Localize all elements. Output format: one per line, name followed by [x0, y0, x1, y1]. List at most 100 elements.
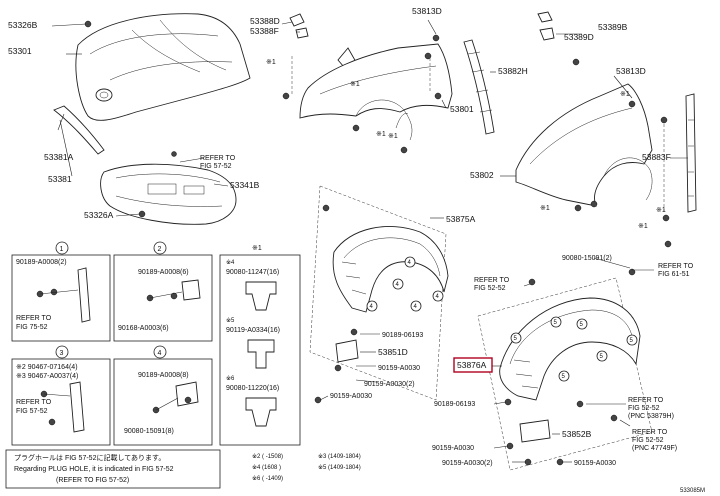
- r-fender-bolt-side-icon: [662, 214, 670, 222]
- svg-text:※1: ※1: [252, 245, 262, 252]
- refer-61-51-line1: REFER TO: [658, 263, 694, 270]
- svg-text:90080-15091(8): 90080-15091(8): [124, 428, 174, 435]
- svg-text:※2 90467-07164(4): ※2 90467-07164(4): [16, 364, 78, 371]
- liner-l-clip-low-icon: [334, 364, 342, 372]
- r-fender-bolt-right-icon: [660, 116, 668, 124]
- label-90159-A0030-2-b: 90159-A0030(2): [442, 460, 493, 467]
- liner-l-clip-top-icon: [322, 204, 330, 212]
- label-53883F: 53883F: [642, 152, 671, 162]
- plug-hole-note: プラグホールは FIG 57-52に記載してあります。 Regarding PL…: [5, 449, 221, 489]
- callout-x1-g: ※1: [540, 205, 550, 212]
- callout-x1-e: ※1: [620, 91, 630, 98]
- callout-x1-b: ※1: [350, 81, 360, 88]
- fender-bolt-bottom-icon: [400, 146, 408, 154]
- refer-52-52-c-line1: REFER TO: [632, 429, 668, 436]
- note-line-2: Regarding PLUG HOLE, it is indicated in …: [14, 466, 174, 473]
- refer-57-52-line2: FIG 57-52: [200, 163, 232, 170]
- legend-r2c2: ※5 (1409-1804): [318, 464, 361, 471]
- liner-r-clip-right-icon: [628, 268, 636, 276]
- label-90159-A0030-c: 90159-A0030: [432, 445, 474, 452]
- label-53389D: 53389D: [564, 32, 594, 42]
- label-53341B: 53341B: [230, 180, 260, 190]
- svg-text:90080-11220(16): 90080-11220(16): [226, 385, 279, 392]
- label-90159-A0030-b: 90159-A0030: [330, 393, 372, 400]
- svg-text:REFER TO: REFER TO: [16, 315, 52, 322]
- fender-bolt-front-icon: [282, 92, 290, 100]
- liner-l-clip-mid-icon: [350, 328, 358, 336]
- callout-x1-a: ※1: [266, 59, 276, 66]
- svg-text:4: 4: [436, 294, 440, 300]
- label-53851D: 53851D: [378, 347, 408, 357]
- svg-text:FIG 57-52: FIG 57-52: [16, 408, 48, 415]
- liner-r-bracket-53852B: [519, 419, 551, 443]
- legend-r1c2: ※3 (1409-1804): [318, 453, 361, 460]
- refer-57-52-line1: REFER TO: [200, 155, 236, 162]
- drawing-number: 533085M: [680, 488, 705, 494]
- detail-box-2: 2 90189-A0008(6) 90168-A0003(6): [113, 241, 213, 342]
- callout-x1-h: ※1: [638, 223, 648, 230]
- fender-liner-right-53876A: [499, 297, 641, 401]
- fender-seal-53882H: [463, 39, 495, 135]
- label-53875A: 53875A: [446, 214, 476, 224]
- label-53381: 53381: [48, 174, 72, 184]
- fender-liner-strip-53883F: [685, 93, 697, 213]
- svg-text:※3 90467-A0037(4): ※3 90467-A0037(4): [16, 373, 78, 380]
- svg-text:90189-A0008(2): 90189-A0008(2): [16, 259, 67, 266]
- refer-52-52-b-line3: (PNC 53879H): [628, 413, 674, 420]
- label-53852B: 53852B: [562, 429, 592, 439]
- callout-x1-c: ※1: [376, 131, 386, 138]
- label-90159-A0030-a: 90159-A0030: [378, 365, 420, 372]
- svg-text:4: 4: [396, 282, 400, 288]
- r-fender-bolt-upper-icon: [628, 100, 636, 108]
- label-90080-15091: 90080-15091(2): [562, 255, 612, 262]
- liner-r-clip-top-icon: [528, 278, 536, 286]
- legend-r2c1: ※4 (1608 ): [252, 464, 281, 471]
- hood-stay-hole-icon: [171, 151, 177, 157]
- refer-52-52-line1: REFER TO: [474, 277, 510, 284]
- r-fender-bolt-top-icon: [572, 58, 580, 66]
- liner-left-outline: [309, 185, 447, 401]
- refer-52-52-c-line2: FIG 52-52: [632, 437, 664, 444]
- svg-text:4: 4: [408, 260, 412, 266]
- fender-bolt-top-icon: [432, 34, 440, 42]
- note-line-3: (REFER TO FIG 57-52): [56, 477, 129, 484]
- date-code-legend: ※2 ( -1508) ※3 (1409-1804) ※4 (1608 ) ※5…: [252, 453, 361, 482]
- svg-text:90080-11247(16): 90080-11247(16): [226, 269, 279, 276]
- label-90189-06193-b: 90189-06193: [434, 401, 475, 408]
- liner-right-outline: [477, 277, 653, 471]
- refer-61-51-line2: FIG 61-51: [658, 271, 690, 278]
- svg-text:5: 5: [630, 338, 634, 344]
- liner-l-screw-icon: [314, 396, 322, 404]
- svg-text:5: 5: [562, 374, 566, 380]
- liner-r-clip-bot-icon: [576, 400, 584, 408]
- refer-52-52-line2: FIG 52-52: [474, 285, 506, 292]
- svg-text:5: 5: [554, 320, 558, 326]
- detail-box-3: 3 ※2 90467-07164(4) ※3 90467-A0037(4) RE…: [11, 345, 111, 446]
- liner-l-bracket-53851D: [335, 339, 359, 363]
- label-53876A-highlight[interactable]: [453, 357, 493, 373]
- label-53802: 53802: [470, 170, 494, 180]
- r-fender-bolt-lower2-icon: [590, 200, 598, 208]
- label-53813D-right: 53813D: [616, 66, 646, 76]
- label-53876A: 53876A: [457, 360, 487, 370]
- callout-x1-d: ※1: [388, 133, 398, 140]
- svg-text:5: 5: [514, 336, 518, 342]
- label-53801: 53801: [450, 104, 474, 114]
- svg-text:90168-A0003(6): 90168-A0003(6): [118, 325, 169, 332]
- svg-text:※5: ※5: [226, 317, 235, 324]
- svg-text:5: 5: [600, 354, 604, 360]
- liner-r-clip-bot2-icon: [610, 414, 618, 422]
- label-53882H: 53882H: [498, 66, 528, 76]
- svg-text:90189-A0008(8): 90189-A0008(8): [138, 372, 189, 379]
- svg-text:REFER TO: REFER TO: [16, 399, 52, 406]
- fender-liner-left-53875A: [332, 226, 449, 313]
- refer-52-52-b-line2: FIG 52-52: [628, 405, 660, 412]
- fender-bolt-upper-icon: [424, 52, 432, 60]
- hood-panel: [75, 13, 251, 121]
- svg-text:※6: ※6: [226, 375, 235, 382]
- label-90159-A0030-2-a: 90159-A0030(2): [364, 381, 415, 388]
- svg-text:4: 4: [370, 304, 374, 310]
- label-53389B: 53389B: [598, 22, 628, 32]
- callout-x1-f: ※1: [656, 207, 666, 214]
